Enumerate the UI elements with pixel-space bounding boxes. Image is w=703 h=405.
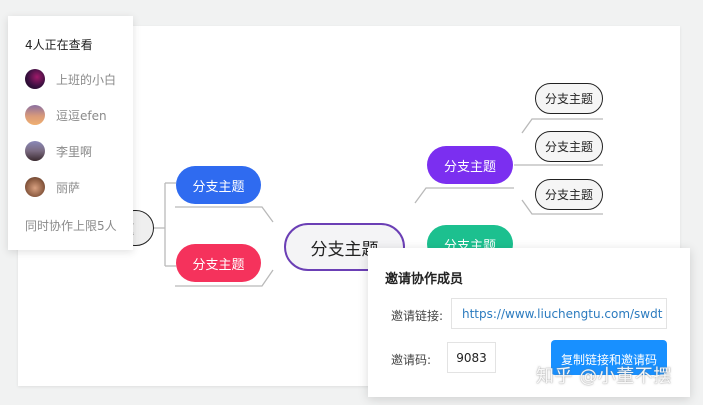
branch-node-purple[interactable]: 分支主题: [427, 146, 513, 184]
avatar: [25, 69, 45, 89]
copy-link-and-code-button[interactable]: 复制链接和邀请码: [551, 340, 667, 375]
watermark: 知乎 @小董不摆: [536, 366, 672, 387]
avatar: [25, 105, 45, 125]
invite-code-label: 邀请码:: [391, 353, 432, 367]
leaf-label: 分支主题: [544, 188, 593, 202]
leaf-node[interactable]: 分支主题: [535, 83, 603, 114]
viewer-name: 李里啊: [56, 144, 93, 159]
viewer-name: 逗逗efen: [56, 108, 107, 123]
invite-code-field[interactable]: 9083: [447, 342, 496, 373]
invite-link-field[interactable]: https://www.liuchengtu.com/swdt: [451, 298, 667, 329]
branch-label: 分支主题: [192, 257, 245, 273]
avatar: [25, 177, 45, 197]
branch-label: 分支主题: [192, 179, 245, 195]
viewer-name: 上班的小白: [56, 72, 117, 87]
viewers-title: 4人正在查看: [25, 38, 93, 52]
viewer-item[interactable]: 上班的小白: [25, 68, 116, 90]
avatar: [25, 141, 45, 161]
invite-dialog-title: 邀请协作成员: [385, 272, 464, 287]
viewer-item[interactable]: 逗逗efen: [25, 104, 107, 126]
leaf-label: 分支主题: [544, 92, 593, 106]
leaf-label: 分支主题: [544, 140, 593, 154]
branch-label: 分支主题: [443, 159, 496, 175]
leaf-node[interactable]: 分支主题: [535, 179, 603, 210]
viewer-item[interactable]: 李里啊: [25, 140, 92, 162]
branch-node-red[interactable]: 分支主题: [176, 244, 261, 282]
branch-node-blue[interactable]: 分支主题: [176, 166, 261, 204]
viewer-name: 丽萨: [56, 180, 81, 195]
viewers-panel: 4人正在查看 上班的小白 逗逗efen 李里啊 丽萨 同时协作上限5人: [8, 16, 133, 250]
invite-link-label: 邀请链接:: [391, 309, 444, 323]
invite-dialog: 邀请协作成员 邀请链接: https://www.liuchengtu.com/…: [368, 248, 690, 397]
center-topic-label: 分支主题: [310, 239, 379, 260]
leaf-node[interactable]: 分支主题: [535, 131, 603, 162]
viewer-item[interactable]: 丽萨: [25, 176, 80, 198]
collab-limit-text: 同时协作上限5人: [25, 219, 117, 233]
